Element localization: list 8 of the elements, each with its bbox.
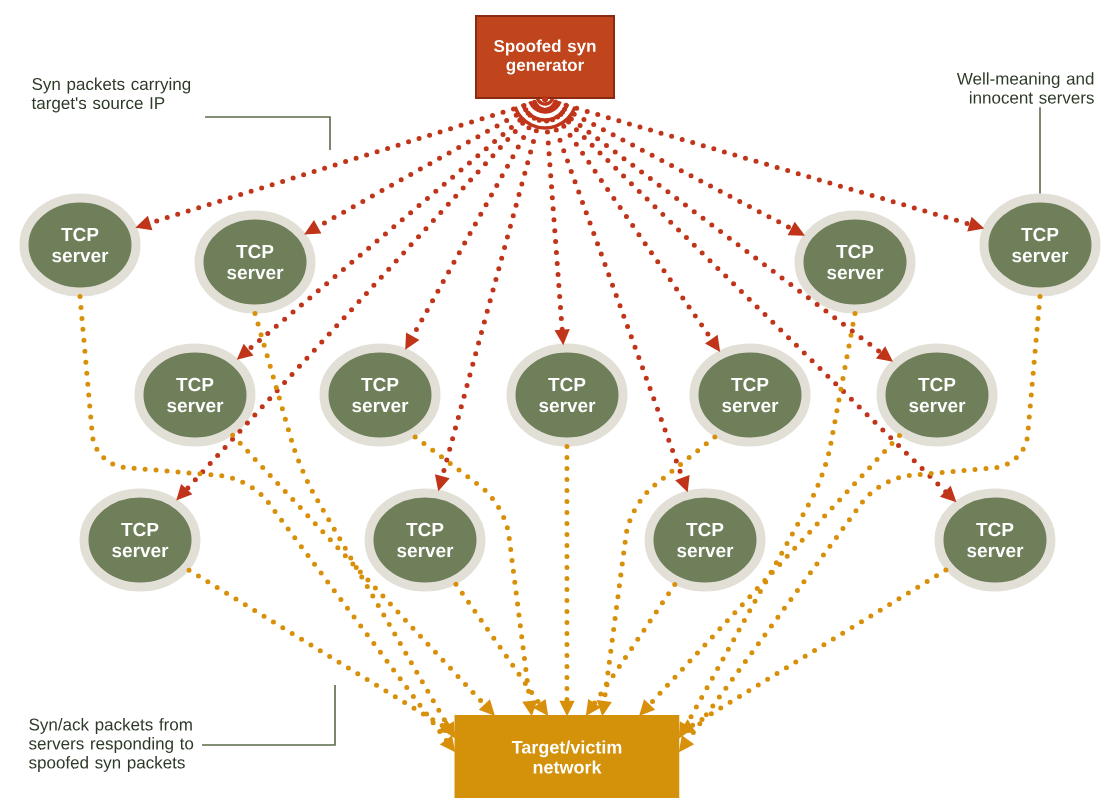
leader-line xyxy=(1039,106,1041,195)
callout-text: Well-meaning and innocent servers xyxy=(956,72,1094,104)
target-box: Target/victim network xyxy=(454,715,680,798)
leader-line xyxy=(201,684,336,746)
generator-box: Spoofed syn generator xyxy=(475,15,615,99)
callout-text: Syn/ack packets from servers responding to spoofed syn packets xyxy=(29,718,194,772)
callout-text: Syn packets carrying target's source IP xyxy=(31,77,191,113)
leader-line xyxy=(204,116,331,151)
